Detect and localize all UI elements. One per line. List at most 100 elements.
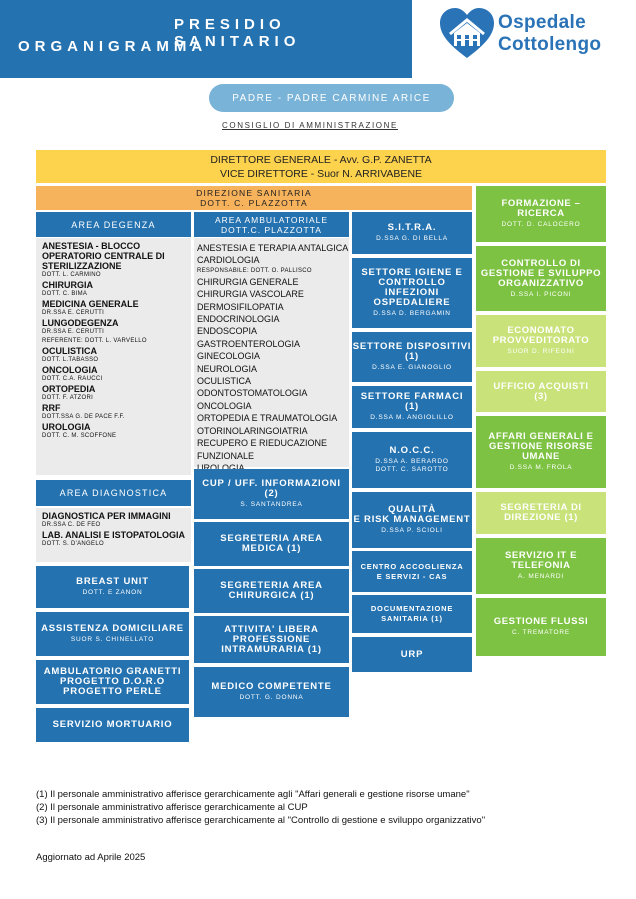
direzione-sanitaria-box: DIREZIONE SANITARIA DOTT. C. PLAZZOTTA [36,186,472,210]
formazione-ricerca-box-title: FORMAZIONE –RICERCA [501,198,581,219]
direzione-sanitaria-director: DOTT. C. PLAZZOTTA [200,198,308,208]
list-item-department: LUNGODEGENZA [42,318,119,328]
qualita-risk-box-responsible: D.SSA P. SCIOLI [381,527,443,534]
list-item-department: ORTOPEDIA [42,384,96,394]
nocc-box-title: N.O.C.C. [389,445,435,456]
list-item-department: OCULISTICA [197,376,252,387]
list-item-department: ODONTOSTOMATOLOGIA [197,388,308,399]
area-diagnostica-header: AREA DIAGNOSTICA [36,480,191,506]
list-item-department: CHIRURGIA VASCOLARE [197,289,304,300]
list-item-department: FUNZIONALE [197,450,255,461]
list-item-department: ANESTESIA - BLOCCO [42,241,141,251]
list-item-department: OTORINOLARINGOIATRIA [197,425,308,436]
breast-unit-box: BREAST UNIT DOTT. E ZANON [36,566,189,608]
cup-box-responsible: S. SANTANDREA [240,501,303,508]
direttore-generale: DIRETTORE GENERALE - Avv. G.P. ZANETTA [210,153,432,166]
footnote-1: (1) Il personale amministrativo afferisc… [36,789,470,800]
area-diagnostica-title: AREA DIAGNOSTICA [59,488,168,498]
servizio-it-box-responsible: A. MENARDI [518,573,564,580]
list-item-department: DIAGNOSTICA PER IMMAGINI [42,511,171,521]
sitra-box: S.I.T.R.A.D.SSA G. DI BELLA [352,212,472,254]
medico-competente-box-title: MEDICO COMPETENTE [211,681,332,692]
footnotes: (1) Il personale amministrativo afferisc… [36,788,485,827]
list-item-department: ONCOLOGIA [197,400,252,411]
logo-text-ospedale: Ospedale [498,12,586,33]
list-item-department: OPERATORIO CENTRALE DI [42,251,165,261]
list-item-department: NEUROLOGIA [197,363,258,374]
breast-unit-box-title: BREAST UNIT [76,576,149,587]
list-item-department: CARDIOLOGIA [197,255,260,266]
area-degenza-title: AREA DEGENZA [71,219,156,230]
list-item-department: MEDICINA GENERALE [42,299,139,309]
list-item-department: RRF [42,403,61,413]
settore-dispositivi-box: SETTORE DISPOSITIVI(1) D.SSA E. GIANOGLIO [352,332,472,382]
assistenza-domiciliare-box-title: ASSISTENZA DOMICILIARE [41,623,184,634]
list-item-department: ANESTESIA E TERAPIA ANTALGICA [197,243,349,253]
settore-dispositivi-box-title: SETTORE DISPOSITIVI(1) [352,341,472,362]
economato-box-responsible: SUOR D. RIFEGNI [507,348,575,355]
urp-box: URP [352,637,472,672]
footnote-3: (3) Il personale amministrativo afferisc… [36,815,486,826]
consiglio-label: CONSIGLIO DI AMMINISTRAZIONE [222,121,398,130]
list-item-department: ENDOSCOPIA [197,326,258,337]
settore-farmaci-box-title: SETTORE FARMACI (1) [360,391,464,412]
list-item-responsible: DR.SSA C. DE FEO [42,522,101,528]
logo-text-cottolengo: Cottolengo [498,34,602,55]
ufficio-acquisti-box: UFFICIO ACQUISTI(3) [476,371,606,412]
list-item-responsible: DOTT. F. ATZORI [42,395,94,401]
gestione-flussi-box-responsible: C. TREMATORE [512,629,570,636]
controllo-gestione-box-responsible: D.SSA I. PICONI [510,290,572,298]
affari-generali-box-responsible: D.SSA M. FROLA [509,464,573,471]
footnote-2: (2) Il personale amministrativo afferisc… [36,802,308,813]
breast-unit-box-responsible: DOTT. E ZANON [82,589,143,596]
list-item-department: CHIRURGIA GENERALE [197,276,299,287]
list-item-department: ENDOCRINOLOGIA [197,314,280,325]
direzione-sanitaria-title: DIREZIONE SANITARIA [196,188,312,198]
igiene-infezioni-box-responsible: D.SSA D. BERGAMIN [373,310,451,317]
settore-farmaci-box-responsible: D.SSA M. ANGIOLILLO [370,414,454,421]
list-item-responsible: DOTT.SSA G. DE PACE F.F. [42,414,125,420]
settore-dispositivi-box-responsible: D.SSA E. GIANOGLIO [372,364,452,371]
sitra-box-title: S.I.T.R.A. [387,222,437,233]
area-ambulatoriale-title: AREA AMBULATORIALE [214,214,329,225]
list-item-department: OCULISTICA [42,346,97,356]
list-item-responsible: DOTT. C. M. SCOFFONE [42,433,117,439]
header-title-presidio: PRESIDIO SANITARIO [174,16,301,50]
padre-label: PADRE - PADRE CARMINE ARICE [232,92,431,104]
logo: Ospedale Cottolengo [438,6,628,62]
list-item-department: STERILIZZAZIONE [42,261,122,271]
cup-box-title: CUP / UFF. INFORMAZIONI(2) [202,478,341,499]
list-item-department: UROLOGIA [197,462,245,473]
area-ambulatoriale-director: DOTT.C. PLAZZOTTA [221,224,322,235]
list-item-responsible: DR.SSA E. CERUTTI [42,329,105,335]
vice-direttore: VICE DIRETTORE - Suor N. ARRIVABENE [219,167,423,180]
area-ambulatoriale-header: AREA AMBULATORIALE DOTT.C. PLAZZOTTA [194,212,349,237]
list-item-responsible: DOTT. L. CARMINO [42,272,101,278]
list-item-responsible: DOTT. C.A. RAUCCI [42,376,103,382]
direttore-box: DIRETTORE GENERALE - Avv. G.P. ZANETTA V… [36,150,606,183]
